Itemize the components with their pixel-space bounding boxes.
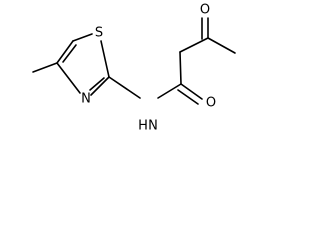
bond-c2-nh [108,76,141,99]
bond-n3-c4 [56,62,81,94]
bond-c5-s1 [72,33,93,42]
bond-carbonyl-o-double [177,89,199,105]
bond-ch2-ketone [179,37,209,53]
structure-canvas: S N H N O O [0,0,248,147]
bond-methyl-c4 [32,62,58,73]
atom-amide-nitrogen: N [148,119,158,134]
atom-ketone-oxygen: O [200,3,210,18]
bond-carbonyl-o [180,83,203,100]
bond-c4-c5-inner [62,44,77,63]
bond-ketone-methyl [207,37,236,54]
bond-nh-carbonyl [157,83,182,99]
bond-c2-n3-inner [89,77,105,91]
bond-carbonyl-ch2 [179,51,182,85]
chemical-structure-diagram: S N H N O O [32,3,236,134]
atom-amide-h: H [138,119,148,134]
atom-amide-oxygen: O [206,96,216,111]
atom-ring-nitrogen: N [81,92,91,107]
atom-sulfur: S [95,26,103,41]
bond-c2-n3 [90,76,110,96]
bond-c4-c5 [56,40,74,64]
bond-s1-c2 [100,40,110,78]
